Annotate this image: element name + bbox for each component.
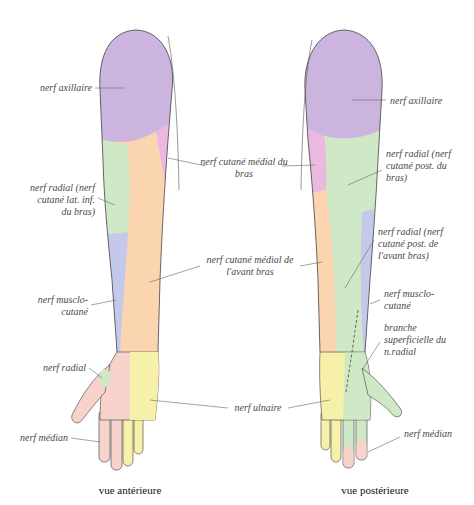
- ulnar-palm: [130, 352, 159, 420]
- medial-forearm-region: [90, 25, 190, 360]
- leader-line: [288, 400, 330, 408]
- leader-line: [71, 438, 100, 442]
- radial-region: [295, 25, 390, 360]
- leader-line: [348, 170, 382, 185]
- palm: [100, 352, 159, 420]
- nerve-label: branche superficielle du n.radial: [384, 322, 448, 358]
- nerve-label: nerf médian: [10, 432, 68, 444]
- leader-line: [362, 342, 380, 370]
- dashed-boundary: [346, 310, 358, 392]
- axillary-region: [295, 25, 390, 138]
- finger: [111, 412, 122, 470]
- leader-lines: [71, 88, 400, 452]
- axillary-region: [90, 25, 190, 142]
- view-caption: vue antérieure: [80, 484, 180, 497]
- nerve-label: nerf cutané médial du bras: [200, 156, 288, 180]
- posterior-hand: [320, 352, 402, 468]
- nerve-label: nerf musclo-cutané: [26, 294, 88, 318]
- median-fingertip: [344, 446, 354, 468]
- medial-forearm-region: [295, 190, 336, 355]
- nerve-label: nerf axillaire: [390, 95, 460, 107]
- nerve-label: nerf radial (nerf cutané post. du bras): [386, 148, 456, 184]
- nerve-label: nerf cutané médial de l'avant bras: [204, 254, 296, 278]
- view-caption: vue postérieure: [320, 484, 430, 497]
- leader-line: [95, 88, 125, 89]
- nerve-label: nerf médian: [404, 428, 466, 440]
- nerve-label: nerf radial: [30, 362, 86, 374]
- radial-patch: [99, 369, 111, 387]
- posterior-arm-regions: [295, 25, 390, 360]
- median-fingertip: [357, 440, 367, 460]
- thumb: [362, 368, 402, 417]
- thumb: [72, 365, 110, 423]
- arm-outline: [100, 30, 173, 352]
- nerve-label: nerf ulnaire: [218, 402, 298, 414]
- leader-line: [345, 240, 374, 288]
- torso-line: [301, 40, 312, 190]
- leader-line: [150, 266, 200, 282]
- nerve-label: nerf radial (nerf cutané post. de l'avan…: [378, 226, 466, 262]
- finger: [343, 412, 354, 468]
- leader-line: [89, 368, 102, 378]
- nerve-label: nerf radial (nerf cutané lat. inf. du br…: [28, 182, 95, 218]
- nerve-label: nerf axillaire: [20, 82, 92, 94]
- leader-line: [352, 100, 386, 101]
- hand-dorsum: [320, 352, 371, 420]
- leader-line: [91, 300, 116, 305]
- nerve-label: nerf musclo-cutané: [384, 288, 446, 312]
- leader-line: [370, 300, 380, 304]
- leader-line: [300, 262, 322, 266]
- torso-line: [168, 36, 179, 190]
- leader-line: [150, 400, 228, 408]
- anterior-arm-regions: [90, 25, 190, 360]
- arm-outline: [305, 30, 382, 352]
- leader-line: [368, 437, 400, 452]
- leader-line: [98, 198, 115, 205]
- radial-region: [90, 135, 130, 236]
